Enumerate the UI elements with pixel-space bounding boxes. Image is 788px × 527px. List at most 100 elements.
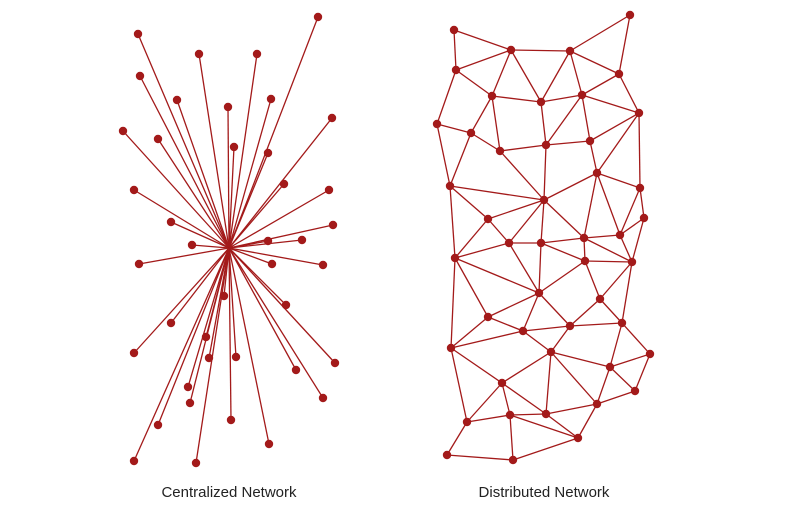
network-node xyxy=(279,179,289,189)
mesh-edge xyxy=(540,94,583,103)
mesh-edge xyxy=(619,187,641,236)
mesh-edge xyxy=(618,73,640,114)
network-node xyxy=(442,450,452,460)
mesh-edge xyxy=(508,242,540,294)
network-node xyxy=(539,195,549,205)
mesh-edge xyxy=(522,330,552,353)
network-node xyxy=(585,136,595,146)
network-node xyxy=(645,349,655,359)
network-node xyxy=(267,259,277,269)
mesh-edge xyxy=(491,49,512,97)
network-node xyxy=(281,300,291,310)
network-node xyxy=(639,213,649,223)
network-node xyxy=(135,71,145,81)
network-node xyxy=(546,347,556,357)
mesh-edge xyxy=(545,140,591,146)
distributed-network-caption: Distributed Network xyxy=(478,484,610,501)
network-node xyxy=(183,382,193,392)
network-node xyxy=(445,181,455,191)
mesh-edge xyxy=(596,390,636,405)
mesh-edge xyxy=(499,144,547,152)
network-node xyxy=(172,95,182,105)
mesh-edge xyxy=(619,234,633,263)
mesh-edge xyxy=(596,112,640,174)
mesh-edge xyxy=(450,347,468,423)
mesh-edge xyxy=(599,298,623,324)
spoke-edge xyxy=(228,146,235,249)
network-node xyxy=(487,91,497,101)
network-node xyxy=(266,94,276,104)
mesh-edge xyxy=(453,29,457,71)
mesh-edge xyxy=(584,260,633,263)
mesh-edge xyxy=(569,50,620,75)
spoke-edge xyxy=(170,221,230,249)
mesh-edge xyxy=(540,50,571,103)
mesh-edge xyxy=(487,199,545,220)
network-node xyxy=(449,25,459,35)
spoke-edge xyxy=(195,247,230,464)
network-node xyxy=(318,393,328,403)
network-node xyxy=(226,415,236,425)
mesh-edge xyxy=(569,322,623,327)
spoke-edge xyxy=(137,33,230,249)
mesh-edge xyxy=(569,14,631,52)
mesh-edge xyxy=(487,218,510,244)
mesh-edge xyxy=(540,101,547,146)
distributed-edges xyxy=(436,14,651,461)
mesh-edge xyxy=(545,94,583,146)
mesh-edge xyxy=(569,50,583,96)
spoke-edge xyxy=(191,244,230,249)
mesh-edge xyxy=(455,69,493,97)
mesh-edge xyxy=(581,94,591,142)
mesh-edge xyxy=(522,325,571,332)
mesh-edge xyxy=(577,403,598,439)
mesh-edge xyxy=(618,14,631,75)
mesh-edge xyxy=(621,322,651,355)
mesh-edge xyxy=(509,413,547,416)
network-node xyxy=(483,312,493,322)
network-node xyxy=(318,260,328,270)
network-node xyxy=(635,183,645,193)
network-node xyxy=(129,348,139,358)
network-node xyxy=(263,236,273,246)
spoke-edge xyxy=(189,247,230,404)
spoke-edge xyxy=(228,189,330,249)
mesh-edge xyxy=(581,73,620,96)
network-node xyxy=(432,119,442,129)
network-node xyxy=(153,134,163,144)
spoke-edge xyxy=(228,247,237,358)
mesh-edge xyxy=(569,298,601,327)
mesh-edge xyxy=(550,351,598,405)
spoke-edge xyxy=(228,247,273,265)
spoke-edge xyxy=(157,138,230,249)
network-node xyxy=(166,318,176,328)
network-node xyxy=(614,69,624,79)
mesh-edge xyxy=(599,261,633,300)
mesh-edge xyxy=(436,69,457,125)
spoke-edge xyxy=(198,53,230,249)
mesh-edge xyxy=(621,261,633,324)
network-node xyxy=(328,220,338,230)
spoke-edge xyxy=(228,183,285,249)
mesh-edge xyxy=(522,292,540,332)
network-node xyxy=(297,235,307,245)
network-node xyxy=(536,238,546,248)
mesh-edge xyxy=(449,185,545,201)
network-node xyxy=(450,253,460,263)
mesh-edge xyxy=(583,234,621,239)
network-node xyxy=(204,353,214,363)
network-node xyxy=(313,12,323,22)
mesh-edge xyxy=(436,123,451,187)
mesh-edge xyxy=(509,414,514,461)
network-node xyxy=(252,49,262,59)
mesh-edge xyxy=(491,95,501,152)
spoke-edge xyxy=(228,98,272,249)
network-node xyxy=(446,343,456,353)
mesh-edge xyxy=(466,382,503,423)
spoke-edge xyxy=(133,247,230,354)
mesh-edge xyxy=(454,242,510,259)
mesh-edge xyxy=(540,237,585,244)
network-node xyxy=(129,456,139,466)
mesh-edge xyxy=(550,325,571,353)
mesh-edge xyxy=(510,49,571,52)
